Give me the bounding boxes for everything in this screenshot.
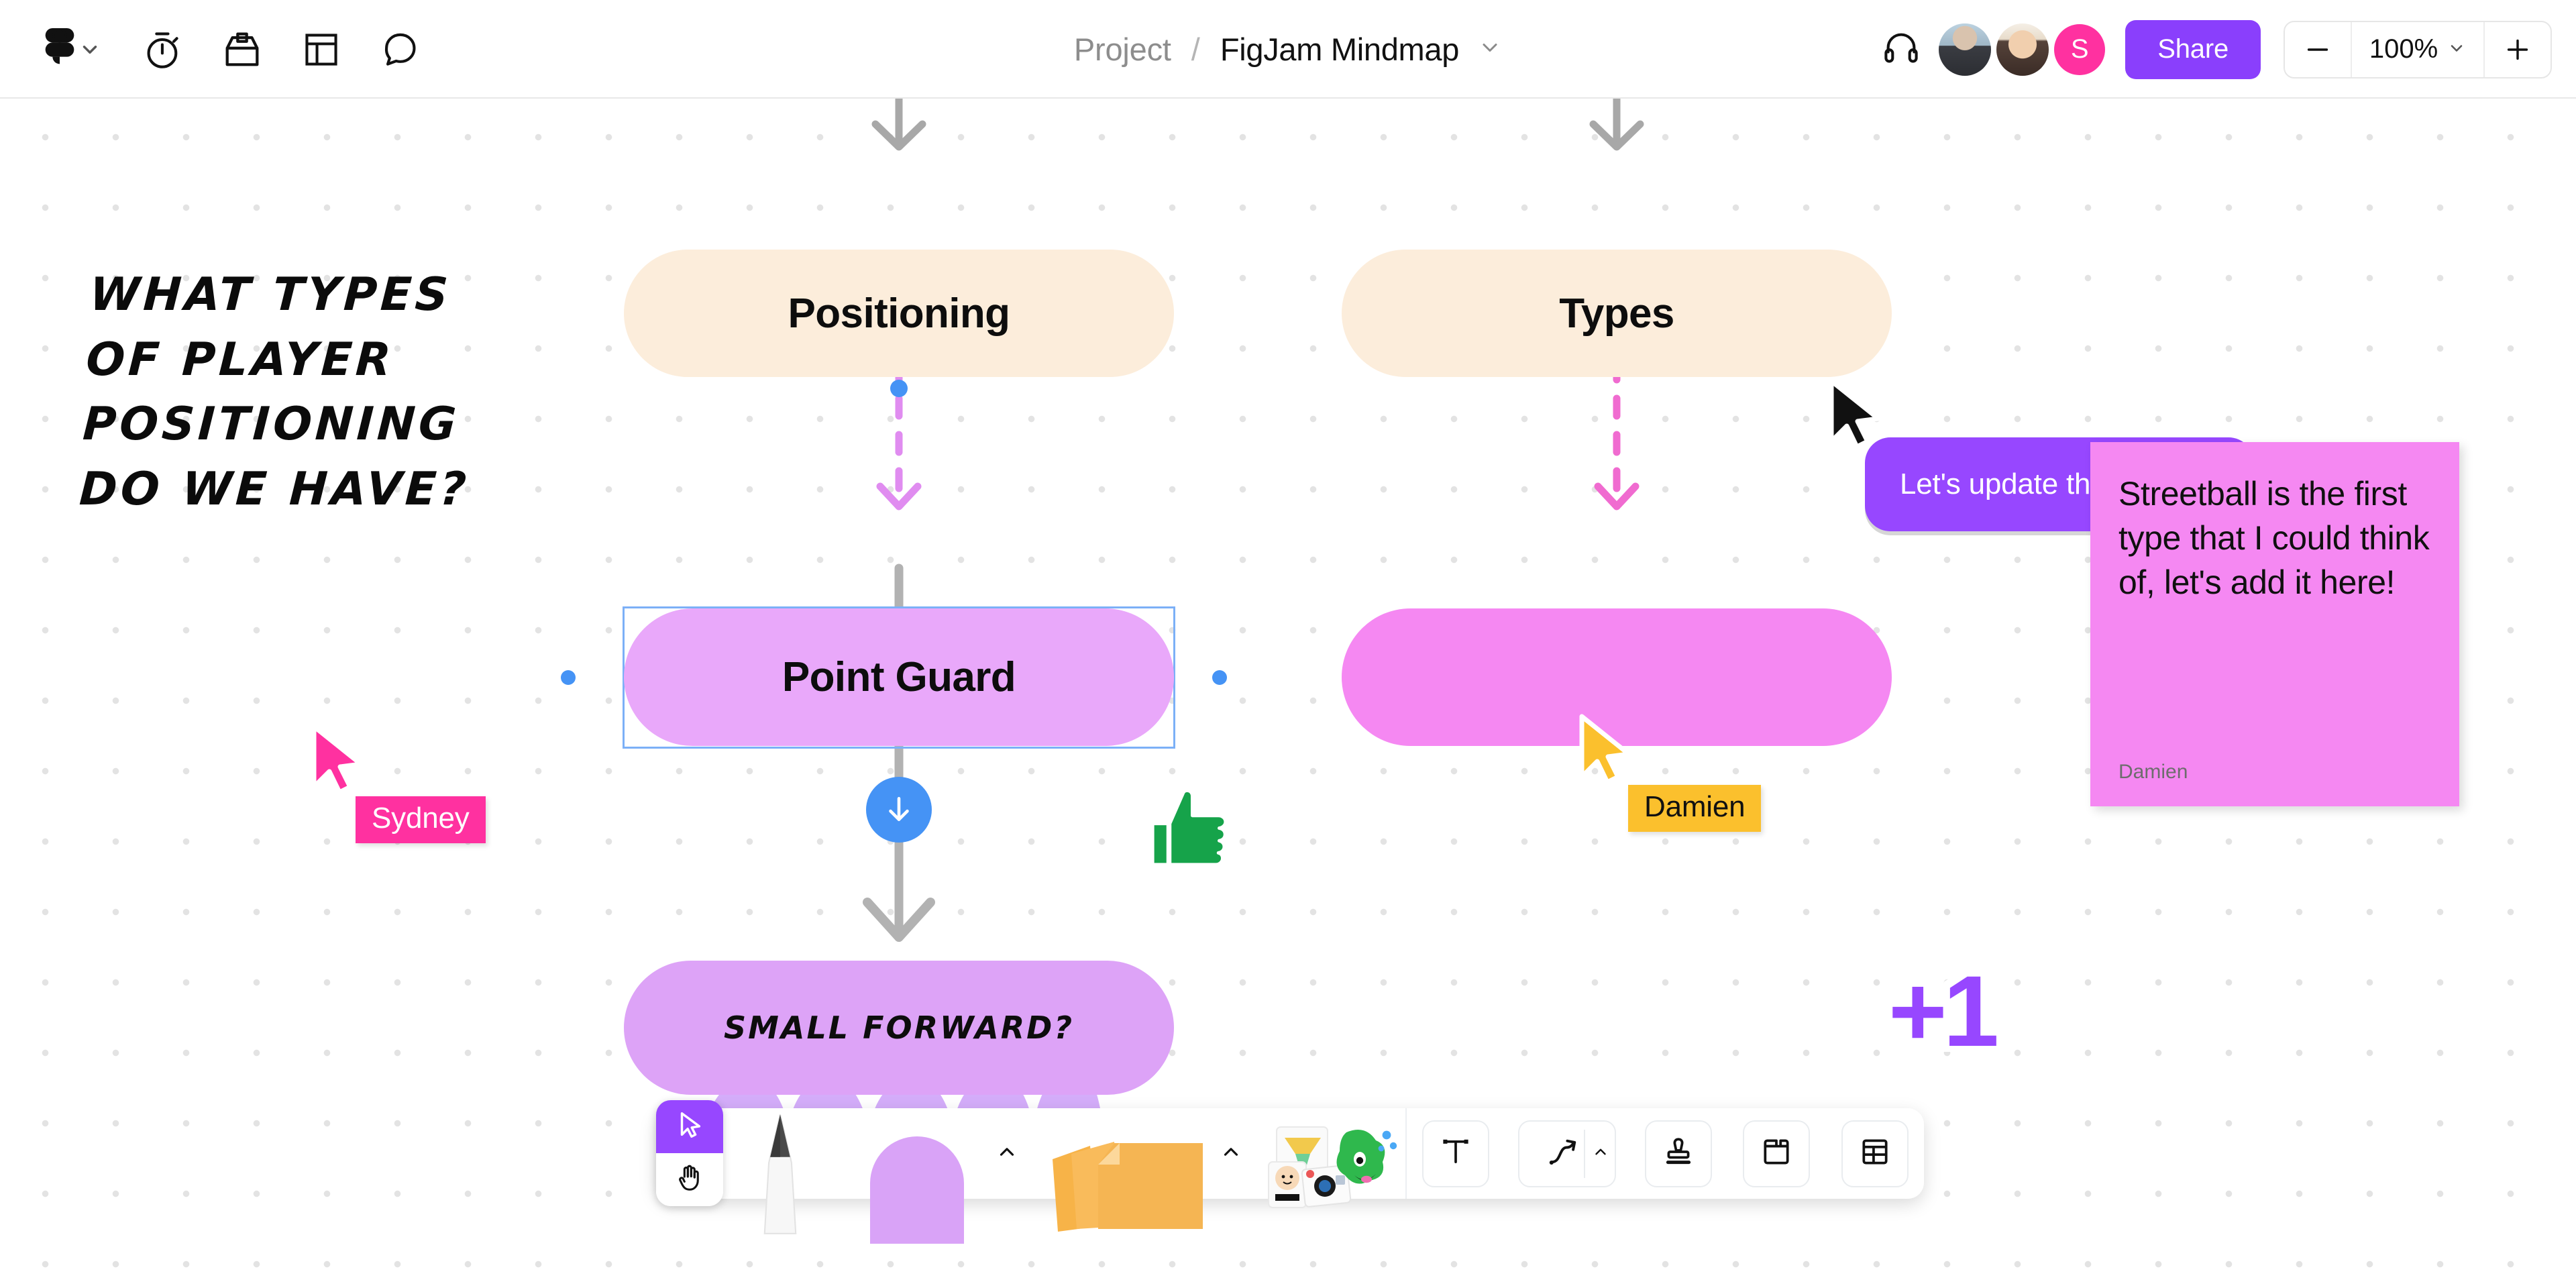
avatar-user-1[interactable] [1939, 23, 1992, 76]
cursor-name-tag-sydney: Sydney [356, 796, 486, 843]
section-icon [1760, 1135, 1793, 1172]
mindmap-node-label: Point Guard [782, 654, 1016, 700]
toolbar-divider [1405, 1108, 1407, 1199]
selection-frame [623, 606, 1175, 749]
mindmap-node-label: SMALL FORWARD? [723, 1010, 1075, 1046]
zoom-out-button[interactable] [2285, 22, 2351, 77]
sticky-note-tool-chevron[interactable] [1214, 1140, 1248, 1167]
layout-panel-button[interactable] [282, 0, 361, 99]
stickers-tool[interactable] [1248, 1108, 1405, 1208]
top-toolbar-right-group: S Share 100% [1869, 0, 2552, 99]
hand-icon [674, 1163, 705, 1197]
cursor-pointer-damien [1579, 714, 1631, 785]
selection-handle-right[interactable] [1212, 670, 1227, 685]
sticky-note-author: Damien [2118, 761, 2188, 783]
chevron-up-icon [996, 1140, 1018, 1167]
figma-logo-icon [45, 28, 74, 71]
text-t-icon [1438, 1134, 1473, 1173]
arrow-down-badge[interactable] [866, 777, 932, 843]
share-button-label: Share [2157, 34, 2229, 64]
connector-arrow-icon [1546, 1134, 1588, 1173]
cursor-pointer-default [1829, 378, 1881, 449]
plus-one-stamp[interactable]: +1 [1888, 961, 1999, 1061]
zoom-control: 100% [2284, 20, 2552, 78]
mindmap-node-label: Types [1559, 290, 1674, 337]
headphones-button[interactable] [1869, 0, 1933, 99]
chevron-down-icon [2447, 34, 2466, 64]
cursor-arrow-icon [674, 1110, 705, 1144]
breadcrumb[interactable]: Project / FigJam Mindmap [1074, 31, 1502, 68]
mindmap-node-label: Positioning [788, 290, 1011, 337]
sticky-note-tool[interactable] [1024, 1108, 1214, 1232]
cursor-pointer-sydney [311, 724, 364, 795]
stamp-tool[interactable] [1629, 1108, 1727, 1199]
stamp-icon [1662, 1135, 1695, 1172]
plus-one-stamp-label: +1 [1888, 955, 1999, 1067]
zoom-level-dropdown[interactable]: 100% [2351, 21, 2485, 77]
comment-button[interactable] [361, 0, 440, 99]
file-title-area: Project / FigJam Mindmap [0, 0, 2576, 99]
connector-top-positioning [871, 99, 926, 151]
zoom-level-value: 100% [2369, 34, 2438, 64]
breadcrumb-project[interactable]: Project [1073, 32, 1171, 67]
mindmap-node-point-guard[interactable]: Point Guard [624, 608, 1174, 746]
chevron-up-icon [1220, 1140, 1242, 1167]
selection-handle-left[interactable] [561, 670, 576, 685]
connector-top-types [1589, 99, 1644, 151]
mindmap-node-positioning[interactable]: Positioning [624, 250, 1174, 377]
mindmap-node-types-child[interactable] [1342, 608, 1892, 746]
toolbox-icon [223, 30, 262, 69]
zoom-in-button[interactable] [2485, 22, 2551, 77]
avatar-user-2[interactable] [1996, 23, 2049, 76]
cursor-hand-toggle [656, 1100, 723, 1206]
timer-icon [144, 30, 182, 70]
chevron-down-icon [78, 38, 101, 61]
cursor-name-label: Sydney [372, 802, 470, 835]
figjam-canvas[interactable]: WHAT TYPES OF PLAYER POSITIONING DO WE H… [0, 99, 2576, 1288]
section-tool[interactable] [1727, 1108, 1825, 1199]
table-tool[interactable] [1826, 1108, 1924, 1199]
breadcrumb-separator: / [1191, 32, 1200, 67]
text-tool[interactable] [1407, 1108, 1505, 1199]
headphones-icon [1882, 29, 1920, 70]
breadcrumb-file-name[interactable]: FigJam Mindmap [1220, 32, 1460, 67]
chevron-down-icon[interactable] [1478, 36, 1502, 63]
figma-menu-button[interactable] [23, 0, 123, 99]
stamp-tool-button[interactable] [1644, 1120, 1712, 1187]
chevron-up-icon[interactable] [1592, 1143, 1609, 1164]
hand-pan-tool[interactable] [656, 1153, 723, 1206]
shape-tool[interactable] [839, 1108, 990, 1244]
cursor-name-tag-damien: Damien [1628, 785, 1762, 832]
avatar-user-3[interactable]: S [2054, 23, 2106, 75]
sticky-notes-icon [1044, 1135, 1212, 1239]
connector-tool[interactable] [1505, 1108, 1629, 1199]
bottom-toolbar [656, 1100, 1924, 1244]
stickers-icon [1263, 1124, 1404, 1215]
top-toolbar: Project / FigJam Mindmap S Share [0, 0, 2576, 99]
sticky-note[interactable]: Streetball is the first type that I coul… [2090, 442, 2459, 806]
shape-tool-chevron[interactable] [990, 1140, 1024, 1167]
section-tool-button[interactable] [1743, 1120, 1811, 1187]
text-tool-button[interactable] [1421, 1120, 1489, 1187]
connector-tool-button[interactable] [1517, 1120, 1616, 1187]
cursor-tool-group [656, 1100, 723, 1206]
pen-marker-tool[interactable] [722, 1108, 840, 1234]
layout-panel-icon [303, 31, 340, 68]
comment-icon [382, 31, 419, 68]
shape-oval-icon [870, 1136, 965, 1244]
table-icon [1858, 1135, 1892, 1172]
cursor-select-tool[interactable] [656, 1100, 723, 1153]
sticky-note-text: Streetball is the first type that I coul… [2118, 475, 2430, 601]
table-tool-button[interactable] [1841, 1120, 1909, 1187]
cursor-name-label: Damien [1644, 790, 1746, 823]
widgets-button[interactable] [203, 0, 282, 99]
share-button[interactable]: Share [2125, 19, 2261, 79]
timer-button[interactable] [123, 0, 203, 99]
top-toolbar-left-group [23, 0, 440, 99]
mindmap-node-small-forward[interactable]: SMALL FORWARD? [624, 961, 1174, 1095]
mindmap-node-types[interactable]: Types [1342, 250, 1892, 377]
thumbs-up-sticker[interactable] [1140, 780, 1241, 883]
avatar-initial: S [2070, 34, 2089, 64]
connector-split-divider [1583, 1129, 1585, 1178]
